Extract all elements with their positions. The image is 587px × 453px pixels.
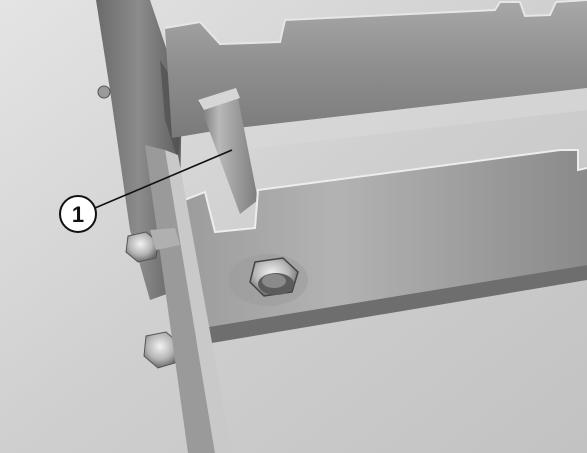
callout-leader-line [94,149,233,209]
front-bracket-leg [145,145,215,453]
callout-number-1: 1 [72,202,84,227]
post-rivet [97,85,111,99]
bracket-nut-upper [125,231,159,263]
upper-slotted-plate [165,0,587,138]
plate-bolt [228,254,308,306]
callout-marker-1: 1 [59,195,97,233]
